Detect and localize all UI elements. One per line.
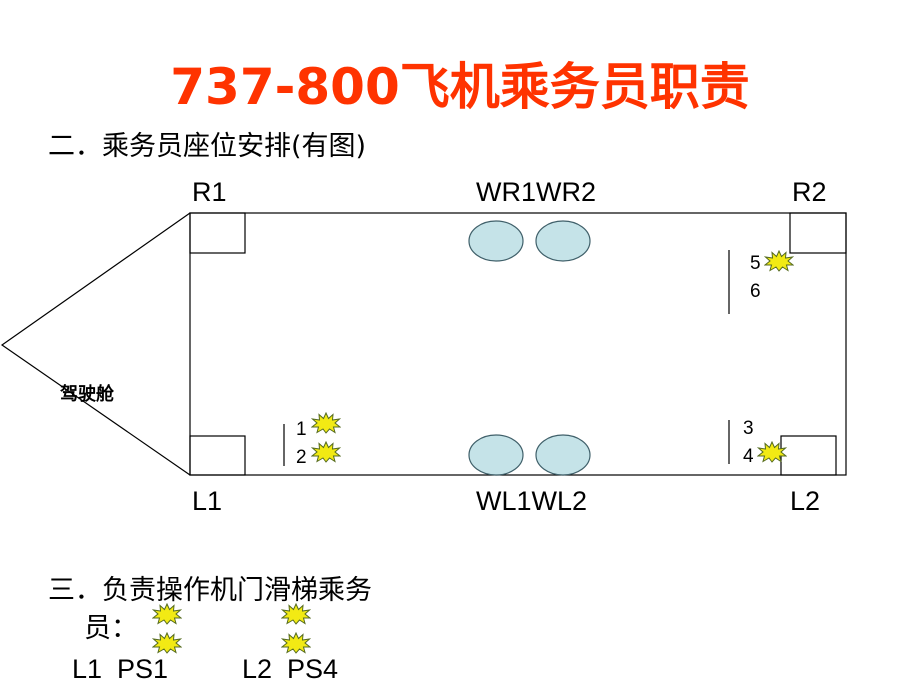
attendant-star-icon xyxy=(281,632,311,654)
seat-number-3: 3 xyxy=(743,418,754,439)
attendant-star-icon xyxy=(757,441,787,463)
seat-number-4: 4 xyxy=(743,446,754,467)
attendant-star-icon xyxy=(152,632,182,654)
window-wr1 xyxy=(468,220,524,262)
attendant-star-icon xyxy=(311,412,341,434)
attendant-star-icon xyxy=(764,250,794,272)
section-heading-seating: 二．乘务员座位安排(有图) xyxy=(48,131,367,162)
cockpit-nose-outline xyxy=(0,212,191,476)
window-wl2 xyxy=(535,434,591,476)
door-label-l2: L2 xyxy=(790,486,821,516)
door-box-l2 xyxy=(780,435,837,476)
door-label-wr1-wr2: WR1WR2 xyxy=(476,177,596,207)
seat-number-5: 5 xyxy=(750,253,761,274)
window-wr2 xyxy=(535,220,591,262)
door-box-l1 xyxy=(189,435,246,476)
door-label-r1: R1 xyxy=(192,177,227,207)
assignment-l1-ps1: L1 PS1 xyxy=(72,654,169,684)
door-box-r2 xyxy=(789,212,847,254)
seat-number-1: 1 xyxy=(296,419,307,440)
door-label-l1: L1 xyxy=(192,486,223,516)
section-heading-door-operators: 三．负责操作机门滑梯乘务 xyxy=(48,575,372,606)
door-box-r1 xyxy=(189,212,246,254)
window-wl1 xyxy=(468,434,524,476)
attendant-star-icon xyxy=(311,441,341,463)
cockpit-label: 驾驶舱 xyxy=(60,384,114,405)
door-label-r2: R2 xyxy=(792,177,827,207)
page-title: 737-800飞机乘务员职责 xyxy=(170,58,750,116)
section-heading-door-operators-cont: 员： xyxy=(84,613,138,644)
seat-number-2: 2 xyxy=(296,447,307,468)
cabin-outline xyxy=(189,212,847,476)
seat-number-6: 6 xyxy=(750,281,761,302)
door-label-wl1-wl2: WL1WL2 xyxy=(476,486,588,516)
assignment-l2-ps4: L2 PS4 xyxy=(242,654,339,684)
